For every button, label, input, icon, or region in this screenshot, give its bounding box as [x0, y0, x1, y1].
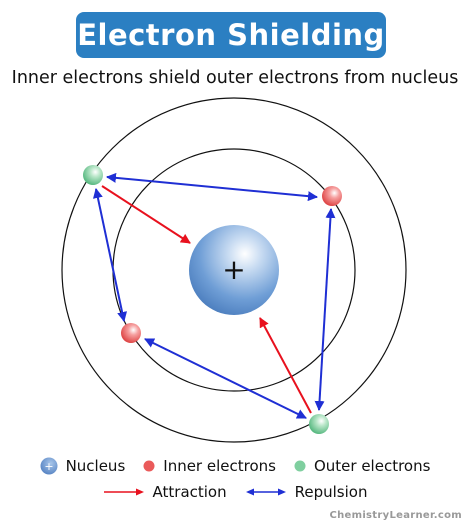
repulsion-arrow-icon — [245, 488, 286, 496]
nucleus: + — [189, 225, 279, 315]
legend-label-nucleus: Nucleus — [65, 457, 126, 475]
watermark: ChemistryLearner.com — [329, 510, 462, 521]
legend-item-nucleus: + Nucleus — [40, 457, 126, 475]
repulsion-arrow-top — [106, 172, 318, 202]
repulsion-arrow-right — [314, 208, 336, 411]
outer-electron-swatch-icon — [294, 460, 306, 472]
legend-item-repulsion: Repulsion — [245, 483, 368, 501]
legend-item-outer-electrons: Outer electrons — [294, 457, 430, 475]
nucleus-swatch-icon: + — [40, 457, 58, 475]
nucleus-plus-icon: + — [222, 253, 245, 286]
outer-electron-top-left — [83, 165, 103, 185]
legend-label-outer: Outer electrons — [313, 457, 431, 475]
outer-orbit — [61, 97, 407, 443]
inner-electron-left — [121, 323, 141, 343]
repulsion-arrow-left — [92, 188, 128, 322]
inner-electron-swatch-icon — [143, 460, 155, 472]
svg-text:+: + — [44, 460, 53, 473]
attraction-arrow-upper — [101, 185, 191, 244]
outer-electron-bottom — [309, 414, 329, 434]
legend-particles: + Nucleus Inner electrons Outer electron… — [0, 457, 470, 475]
repulsion-arrow-bottom — [144, 338, 307, 419]
title-badge: Electron Shielding — [76, 12, 386, 58]
legend-item-attraction: Attraction — [103, 483, 227, 501]
legend-label-repulsion: Repulsion — [294, 483, 368, 501]
subtitle: Inner electrons shield outer electrons f… — [11, 68, 459, 88]
legend-item-inner-electrons: Inner electrons — [143, 457, 276, 475]
legend-label-inner: Inner electrons — [163, 457, 276, 475]
page-title: Electron Shielding — [77, 18, 385, 52]
inner-electron-right — [322, 186, 342, 206]
legend-arrows: Attraction Repulsion — [0, 483, 470, 501]
legend-label-attraction: Attraction — [152, 483, 227, 501]
attraction-arrow-icon — [103, 488, 144, 496]
